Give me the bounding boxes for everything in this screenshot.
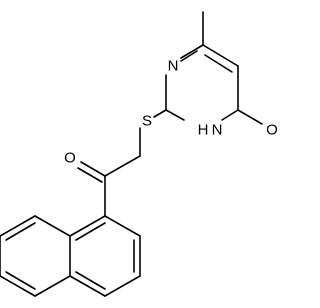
atom-label-sulfur: S	[142, 113, 152, 130]
naphthalene-ring	[0, 215, 141, 297]
bond-carbonyl-o-double	[77, 167, 103, 183]
atom-label-lactam-oxygen: O	[266, 122, 278, 139]
bond-n8-n7-double	[5, 222, 36, 241]
bond-carbonyl-o	[80, 161, 106, 177]
bond-n8a-n1	[69, 215, 106, 237]
bond-c5-c6-double	[204, 54, 233, 73]
bond-n8a-n1-double	[75, 222, 106, 241]
thioether-linker	[77, 109, 167, 217]
bond-n8-n7	[0, 215, 36, 237]
bond-n4-n4a-double	[75, 271, 106, 290]
bond-c4-o	[237, 109, 263, 125]
bond-ch2-carbonyl	[104, 155, 141, 177]
bond-n3-c4	[221, 109, 239, 121]
bond-n6-n5	[0, 275, 36, 297]
bond-c6-n1	[180, 44, 204, 59]
bond-c5-c6	[202, 44, 239, 67]
pyrimidinone-ring	[165, 11, 263, 125]
bond-c2-n3	[165, 109, 185, 121]
atom-label-n1: N	[168, 58, 179, 75]
bond-n6-n5-double	[5, 271, 36, 290]
chemical-structure-diagram: N H N S O O	[0, 11, 278, 297]
atom-label-n3: N	[212, 122, 223, 139]
bond-c6-n1-double	[180, 50, 198, 62]
bond-n3-n4	[104, 275, 141, 297]
bond-n5-n4a	[34, 275, 71, 297]
bond-n8a-n8	[34, 215, 71, 237]
atom-label-nh-h: H	[198, 122, 209, 139]
bond-c2-s	[153, 109, 167, 118]
bond-n4-n4a	[69, 275, 106, 297]
atom-label-ketone-oxygen: O	[64, 150, 76, 167]
bond-n1-n2	[104, 215, 141, 237]
